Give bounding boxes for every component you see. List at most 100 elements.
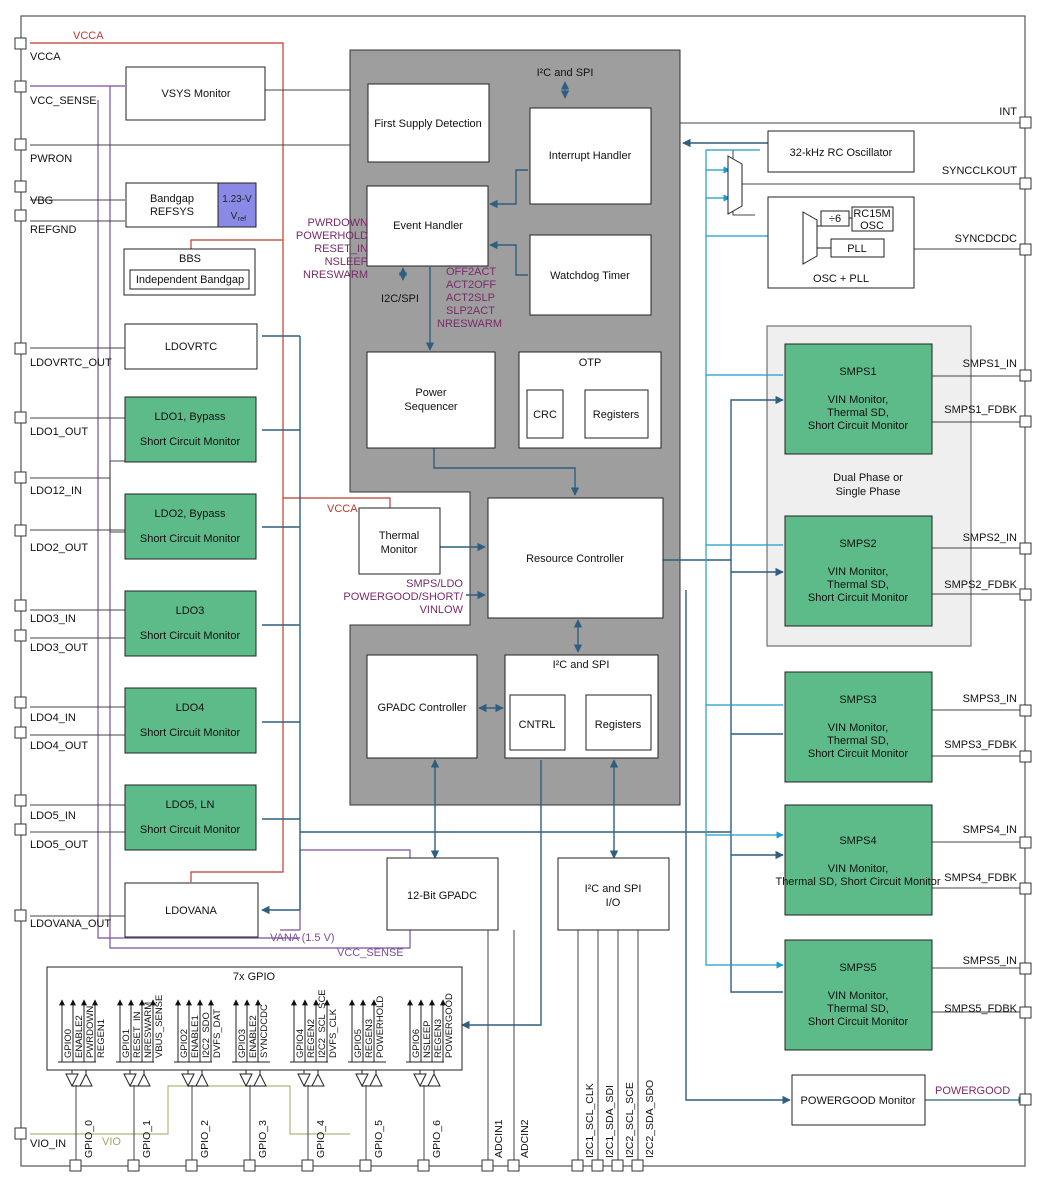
vcca-net-line: [30, 42, 284, 882]
pin-ldo5-in: [14, 794, 27, 807]
smps2-box: [784, 515, 933, 627]
gpio-signal-label: DVFS_CLK: [328, 1008, 339, 1058]
gpadc-controller-label: GPADC Controller: [377, 702, 466, 714]
pin-ldo3-out: [14, 629, 27, 642]
vcca-top-label: VCCA: [73, 30, 104, 42]
rc-osc-label: 32-kHz RC Oscillator: [790, 147, 893, 159]
gpio-signal-label: GPIO4: [295, 1029, 306, 1058]
pin-smps3-fdbk-label: SMPS3_FDBK: [944, 739, 1017, 751]
trans-sig-1: ACT2OFF: [446, 279, 496, 291]
smps1-vin: VIN Monitor,: [828, 394, 889, 406]
pin-i2c2-scl: [611, 1159, 624, 1172]
pin-ldo3-out-label: LDO3_OUT: [30, 642, 88, 654]
powergood-pin-label: POWERGOOD: [935, 1085, 1010, 1097]
i2c1-sda-pin-label: I2C1_SDA_SDI: [604, 1085, 616, 1158]
pin-smps5-in: [1019, 962, 1032, 975]
gpio-2-pin-label: GPIO_2: [199, 1120, 211, 1158]
gpio-signal-label: REGEN3: [433, 1019, 444, 1058]
gpio-6-pin-label: GPIO_6: [431, 1120, 443, 1158]
power-seq-label-2: Sequencer: [404, 401, 458, 413]
pin-smps2-in-label: SMPS2_IN: [963, 532, 1017, 544]
pin-smps5-fdbk-label: SMPS5_FDBK: [944, 1003, 1017, 1015]
ldo12-wire: [30, 460, 125, 533]
smps4-title: SMPS4: [839, 835, 876, 847]
gpio-buffer-wire: [303, 1070, 319, 1087]
thermal-label-1: Thermal: [379, 530, 419, 542]
adc-wires: [487, 930, 515, 1163]
pin-smps3-in: [1019, 704, 1032, 717]
smps5-thermal: Thermal SD,: [827, 1003, 889, 1015]
gpadc-controller-box: [366, 654, 478, 759]
osc-pll-label: OSC + PLL: [813, 273, 869, 285]
pin-smps5-fdbk: [1019, 1006, 1032, 1019]
ctrl-sig-2: RESET_IN: [314, 243, 368, 255]
ldo-enable-bus: [262, 335, 301, 910]
ldovana-label: LDOVANA: [165, 905, 217, 917]
ldo5-box: [124, 784, 257, 851]
trans-sig-3: SLP2ACT: [446, 305, 495, 317]
smps2-title: SMPS2: [839, 538, 876, 550]
inner-registers-label: Registers: [595, 719, 642, 731]
vref-label-1: 1.23-V: [222, 194, 252, 205]
status-sig-0: SMPS/LDO: [406, 578, 463, 590]
gpio-signal-label: GPIO0: [63, 1029, 74, 1058]
pin-int: [1019, 116, 1032, 129]
ldovana-box: [124, 882, 259, 938]
trans-sig-4: NRESWARM: [437, 318, 502, 330]
smps5-title: SMPS5: [839, 962, 876, 974]
gpio-signal-label: NRESWARM: [143, 1002, 154, 1058]
clk-to-smps5: [705, 150, 784, 969]
resource-controller-box: [487, 497, 664, 619]
pin-vbg-label: VBG: [30, 195, 53, 207]
inner-registers-box: [585, 694, 652, 751]
pin-ldovana: [14, 909, 27, 922]
pin-ldovana-label: LDOVANA_OUT: [30, 918, 111, 930]
vsys-monitor-label: VSYS Monitor: [161, 88, 230, 100]
rc-to-pgood-arrow: [685, 590, 791, 1105]
status-sig-2: VINLOW: [420, 604, 464, 616]
smps3-sc: Short Circuit Monitor: [808, 748, 909, 760]
smps1-title: SMPS1: [839, 366, 876, 378]
pll-label: PLL: [847, 243, 867, 255]
otp-label: OTP: [579, 357, 602, 369]
pin-smps4-fdbk: [1019, 882, 1032, 895]
pin-ldo4-out-label: LDO4_OUT: [30, 740, 88, 752]
gpio-signal-label: REGEN2: [306, 1019, 317, 1058]
pin-smps2-fdbk: [1019, 588, 1032, 601]
ldo1-title: LDO1, Bypass: [155, 411, 226, 423]
pin-pwron: [14, 138, 27, 151]
pin-refgnd: [14, 209, 27, 222]
gpio-3-pin-label: GPIO_3: [257, 1120, 269, 1158]
event-handler-box: [366, 185, 489, 267]
smps3-title: SMPS3: [839, 694, 876, 706]
gpadc-12bit-box: [386, 857, 499, 931]
pin-smps2-fdbk-label: SMPS2_FDBK: [944, 579, 1017, 591]
interrupt-to-event-arrow: [489, 169, 528, 209]
bandgap-label-1: Bandgap: [150, 193, 194, 205]
independent-bandgap-box: [129, 269, 250, 290]
dual-phase-label-2: Single Phase: [836, 486, 901, 498]
trans-sig-0: OFF2ACT: [446, 266, 496, 278]
vana-left-line: [97, 928, 300, 939]
ctrl-sig-1: POWERHOLD: [296, 230, 368, 242]
interrupt-handler-box: [529, 107, 652, 205]
independent-bandgap-label: Independent Bandgap: [136, 274, 244, 286]
rc-osc-box: [767, 130, 915, 173]
pin-powergood: [1019, 1093, 1032, 1106]
pin-smps3-fdbk: [1019, 750, 1032, 763]
smps2-vin: VIN Monitor,: [828, 566, 889, 578]
smps1-thermal: Thermal SD,: [827, 407, 889, 419]
pin-gpio-4: [301, 1159, 314, 1172]
smps1-wires: [932, 375, 1025, 423]
gpio-signal-label: DVFS_DAT: [212, 1009, 223, 1058]
pin-ldo5-out: [14, 823, 27, 836]
bandgap-label-2: REFSYS: [150, 206, 194, 218]
i2c-spi-inner-label: I²C and SPI: [553, 659, 610, 671]
otp-registers-box: [584, 389, 649, 439]
pin-smps1-fdbk: [1019, 415, 1032, 428]
gpio-buffer-wire: [71, 1070, 87, 1087]
ldo5-sc: Short Circuit Monitor: [140, 824, 241, 836]
pin-refgnd-label: REFGND: [30, 224, 77, 236]
